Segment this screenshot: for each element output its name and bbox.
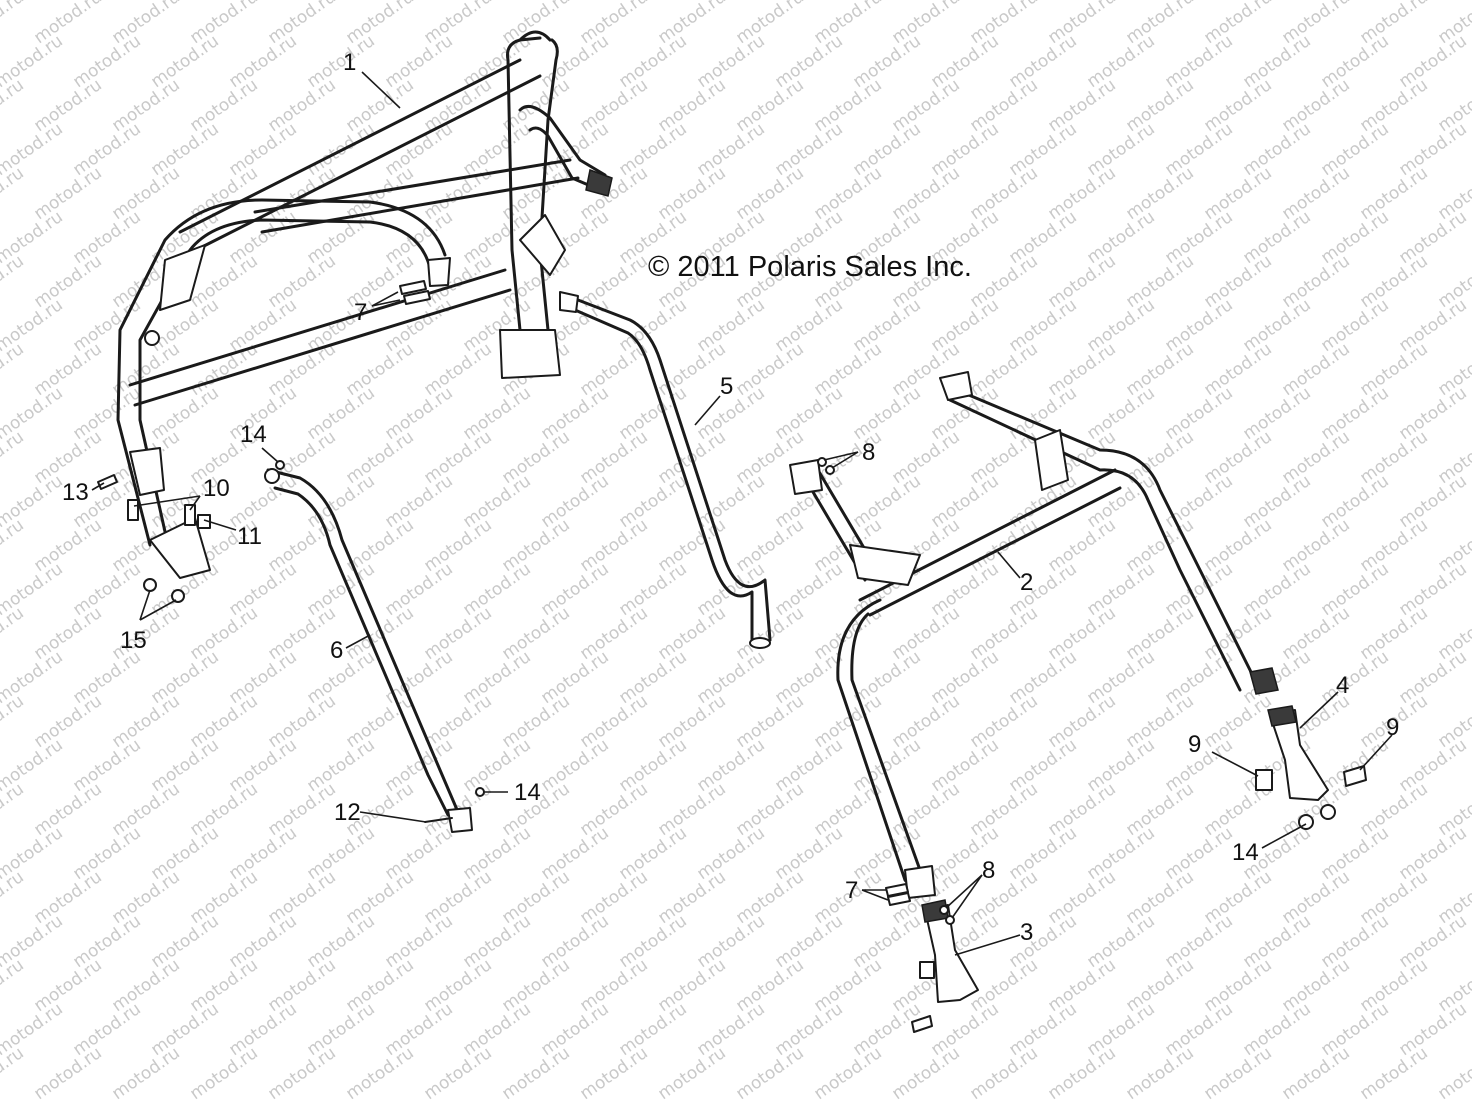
callout-9-right: 9 — [1386, 714, 1399, 741]
callout-7-lower: 7 — [845, 877, 858, 904]
callout-8-lower: 8 — [982, 857, 995, 884]
callout-9-left: 9 — [1188, 731, 1201, 758]
callout-11: 11 — [237, 523, 262, 550]
callout-15: 15 — [120, 627, 147, 654]
part-3-foot-bracket — [921, 899, 979, 1003]
part-4-foot-bracket — [1267, 705, 1329, 801]
callout-10: 10 — [203, 475, 230, 502]
callout-8-upper: 8 — [862, 439, 875, 466]
part-1-front-cage — [116, 30, 613, 579]
part-6-rear-tube — [264, 468, 473, 833]
callout-14-upper: 14 — [240, 421, 267, 448]
fasteners — [97, 280, 1367, 1033]
callout-7-upper: 7 — [354, 299, 367, 326]
copyright-notice: © 2011 Polaris Sales Inc. — [648, 251, 972, 283]
part-2-rear-cage — [789, 371, 1279, 899]
part-5-curved-tube — [559, 291, 772, 649]
callout-6: 6 — [330, 637, 343, 664]
callout-14-mid: 14 — [514, 779, 541, 806]
callout-1: 1 — [343, 49, 356, 76]
leader-lines — [91, 71, 1393, 956]
callout-3: 3 — [1020, 919, 1033, 946]
callout-12: 12 — [334, 799, 361, 826]
callout-5: 5 — [720, 373, 733, 400]
callout-labels: 1 2 3 4 5 6 7 7 8 8 9 9 10 11 12 13 14 1… — [62, 49, 1399, 946]
callout-2: 2 — [1020, 569, 1033, 596]
callout-4: 4 — [1336, 672, 1349, 699]
callout-13: 13 — [62, 479, 89, 506]
callout-14-right: 14 — [1232, 839, 1259, 866]
